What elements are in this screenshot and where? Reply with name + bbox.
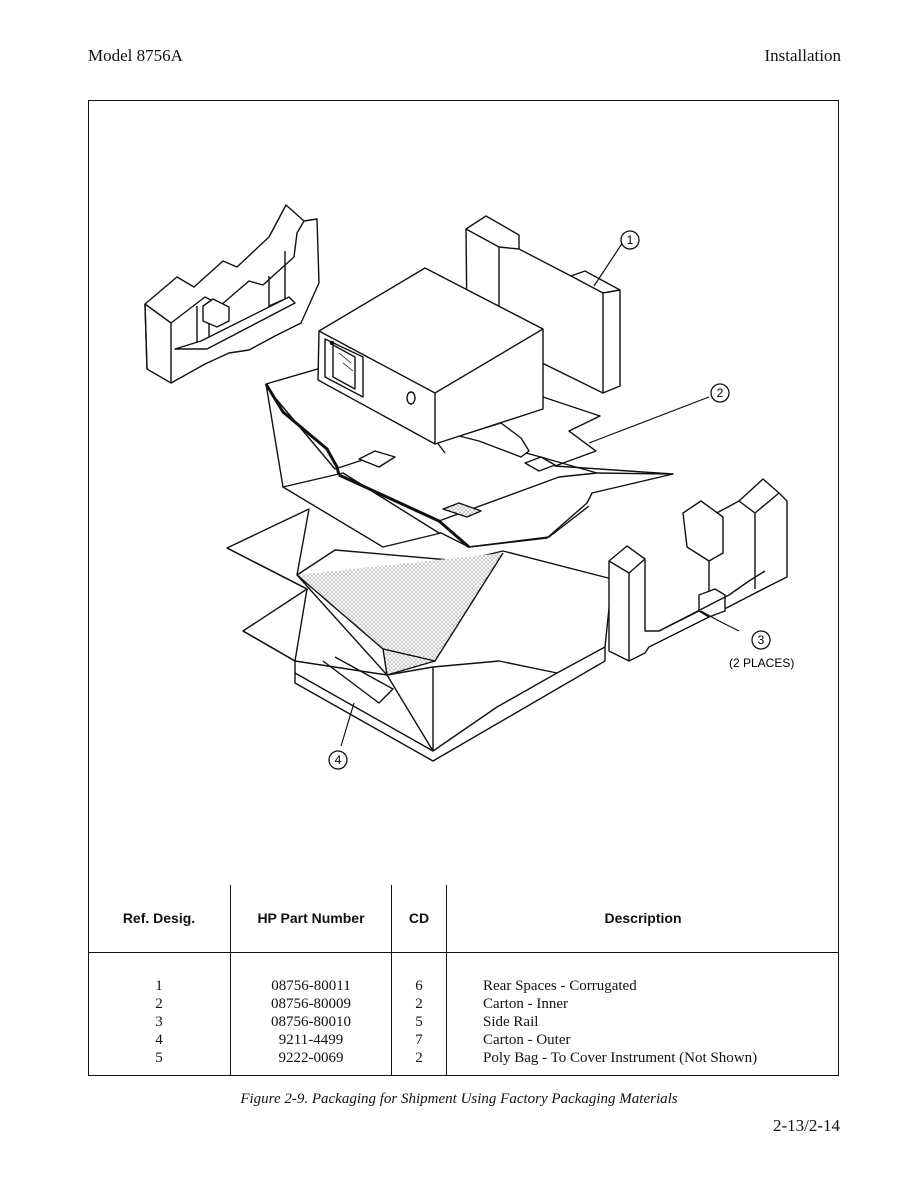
ref-cell: 3: [155, 1013, 163, 1030]
cd-cell: 5: [415, 1013, 423, 1030]
part-cell: 9222-0069: [278, 1049, 344, 1066]
header-cd: CD: [391, 885, 447, 953]
header-part-number: HP Part Number: [230, 885, 392, 953]
callout-1: 1: [620, 230, 640, 250]
cd-cell: 7: [415, 1031, 423, 1048]
instrument: [317, 267, 544, 445]
packaging-illustration: 1 2 3 (2 PLACES) 4: [144, 204, 794, 770]
description-column: Rear Spaces - Corrugated Carton - Inner …: [446, 952, 839, 1075]
description-cell: Rear Spaces - Corrugated: [483, 977, 637, 994]
parts-table: Ref. Desig. HP Part Number CD Descriptio…: [88, 885, 839, 1075]
ref-cell: 4: [155, 1031, 163, 1048]
svg-text:2: 2: [717, 386, 724, 400]
places-note: (2 PLACES): [729, 656, 794, 670]
description-cell: Carton - Outer: [483, 1031, 571, 1048]
outer-carton: [226, 508, 613, 762]
description-cell: Side Rail: [483, 1013, 539, 1030]
part-cell: 08756-80009: [271, 995, 351, 1012]
ref-cell: 1: [155, 977, 163, 994]
header-ref-desig: Ref. Desig.: [88, 885, 231, 953]
rear-spacer: [465, 215, 621, 394]
ref-column: 1 2 3 4 5: [88, 952, 231, 1075]
description-cell: Carton - Inner: [483, 995, 568, 1012]
svg-text:1: 1: [627, 233, 634, 247]
side-rail-foam-left: [144, 204, 320, 384]
ref-cell: 5: [155, 1049, 163, 1066]
table-row: 1 2 3 4 5 08756-80011 08756-80009 08756-…: [88, 952, 839, 1075]
table-header-row: Ref. Desig. HP Part Number CD Descriptio…: [88, 885, 839, 953]
part-cell: 08756-80010: [271, 1013, 351, 1030]
cd-cell: 6: [415, 977, 423, 994]
callout-4: 4: [328, 750, 348, 770]
callout-2: 2: [710, 383, 730, 403]
header-model: Model 8756A: [88, 46, 183, 65]
figure-caption: Figure 2-9. Packaging for Shipment Using…: [240, 1091, 678, 1107]
svg-text:4: 4: [335, 753, 342, 767]
cd-column: 6 2 5 7 2: [391, 952, 447, 1075]
description-cell: Poly Bag - To Cover Instrument (Not Show…: [483, 1049, 758, 1066]
ref-cell: 2: [155, 995, 163, 1012]
svg-text:3: 3: [758, 633, 765, 647]
cd-cell: 2: [415, 1049, 423, 1066]
header-section: Installation: [764, 46, 841, 65]
cd-cell: 2: [415, 995, 423, 1012]
part-cell: 9211-4499: [278, 1031, 344, 1048]
side-rail-foam-right: [608, 478, 788, 662]
part-cell: 08756-80011: [271, 977, 351, 994]
part-column: 08756-80011 08756-80009 08756-80010 9211…: [230, 952, 392, 1075]
header-description: Description: [446, 885, 839, 953]
page-number: 2-13/2-14: [772, 1116, 840, 1135]
callout-3: 3: [751, 630, 771, 650]
figure-frame: 1 2 3 (2 PLACES) 4 Ref. Desig. HP Part N…: [88, 100, 839, 1076]
